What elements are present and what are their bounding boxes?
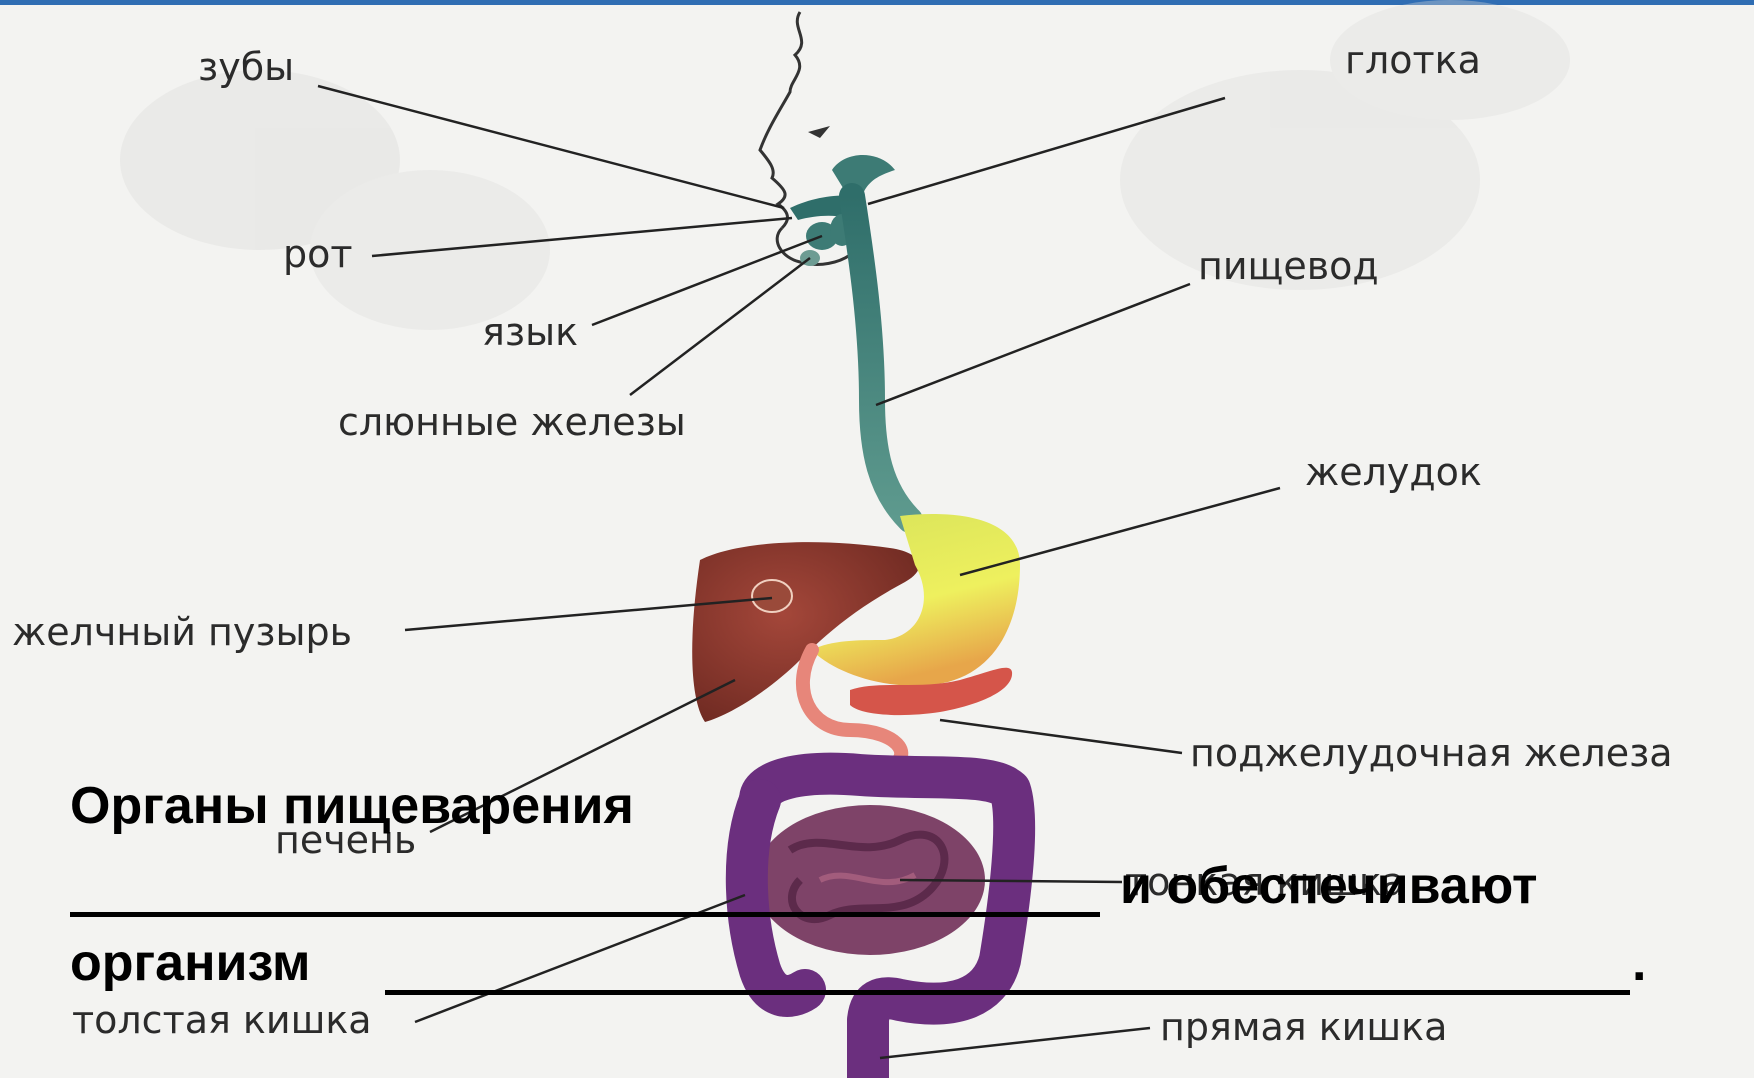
head-outline (760, 12, 802, 228)
label-mouth: рот (283, 232, 353, 276)
label-pharynx: глотка (1345, 38, 1481, 82)
label-esophagus: пищевод (1198, 244, 1379, 288)
label-pancreas: поджелудочная железа (1190, 731, 1673, 775)
label-teeth: зубы (198, 45, 294, 89)
caption-line-1: Органы пищеварения (70, 776, 634, 836)
label-stomach: желудок (1305, 450, 1482, 494)
label-salivary-glands: слюнные железы (338, 400, 686, 444)
answer-blank-2[interactable] (385, 990, 1630, 995)
caption-line-3-prefix: организм (70, 933, 311, 993)
gallbladder-shape (752, 580, 792, 612)
esophagus-tube (852, 196, 910, 520)
label-gallbladder: желчный пузырь (12, 610, 352, 654)
label-rectum: прямая кишка (1160, 1005, 1447, 1049)
answer-blank-1[interactable] (70, 912, 1100, 917)
eye-mark (808, 126, 830, 138)
label-large-intestine: толстая кишка (72, 998, 372, 1042)
label-tongue: язык (482, 310, 578, 354)
caption-period: . (1632, 933, 1646, 993)
caption-line-2-suffix: и обеспечивают (1120, 856, 1537, 916)
